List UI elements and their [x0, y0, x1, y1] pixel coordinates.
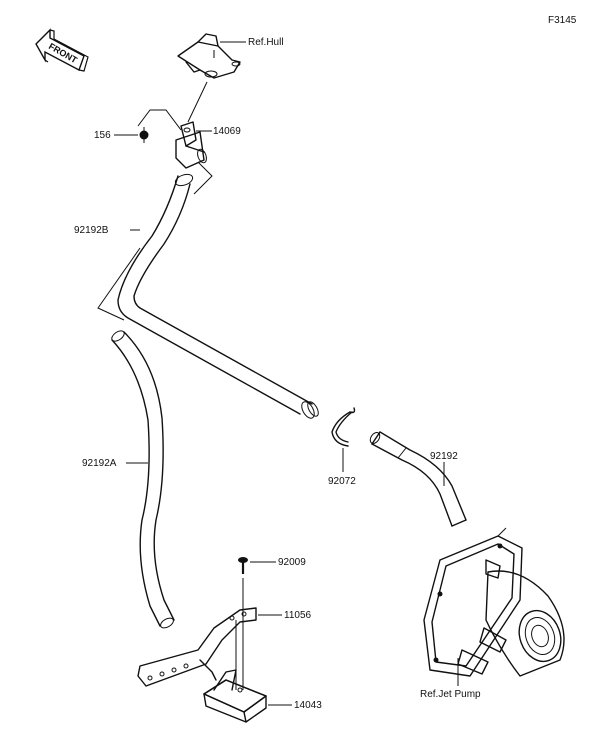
hose-92192b — [117, 173, 319, 419]
jet-pump-housing — [423, 527, 565, 677]
callout-92192b: 92192B — [74, 225, 109, 236]
clamp-92072 — [331, 407, 356, 447]
figure-code: F3145 — [548, 15, 577, 26]
bolt-92009 — [238, 557, 248, 574]
hull-bracket — [177, 33, 241, 79]
callout-11056: 11056 — [284, 610, 312, 621]
filter-14043 — [203, 669, 267, 723]
bracket-11056 — [137, 607, 257, 687]
callout-156: 156 — [94, 130, 111, 141]
hose-92192a — [111, 330, 175, 629]
screw-156 — [139, 127, 149, 143]
callout-ref-hull: Ref.Hull — [248, 37, 284, 48]
callout-92192a: 92192A — [82, 458, 117, 469]
callout-92009: 92009 — [278, 557, 306, 568]
callout-92072: 92072 — [328, 476, 356, 487]
callout-ref-jet-pump: Ref.Jet Pump — [420, 689, 481, 700]
callout-92192: 92192 — [430, 451, 458, 462]
callout-14069: 14069 — [213, 126, 241, 137]
fitting-14069 — [175, 121, 207, 169]
hose-92192 — [369, 431, 467, 527]
front-arrow-icon: FRONT — [35, 28, 89, 72]
callout-14043: 14043 — [294, 700, 322, 711]
